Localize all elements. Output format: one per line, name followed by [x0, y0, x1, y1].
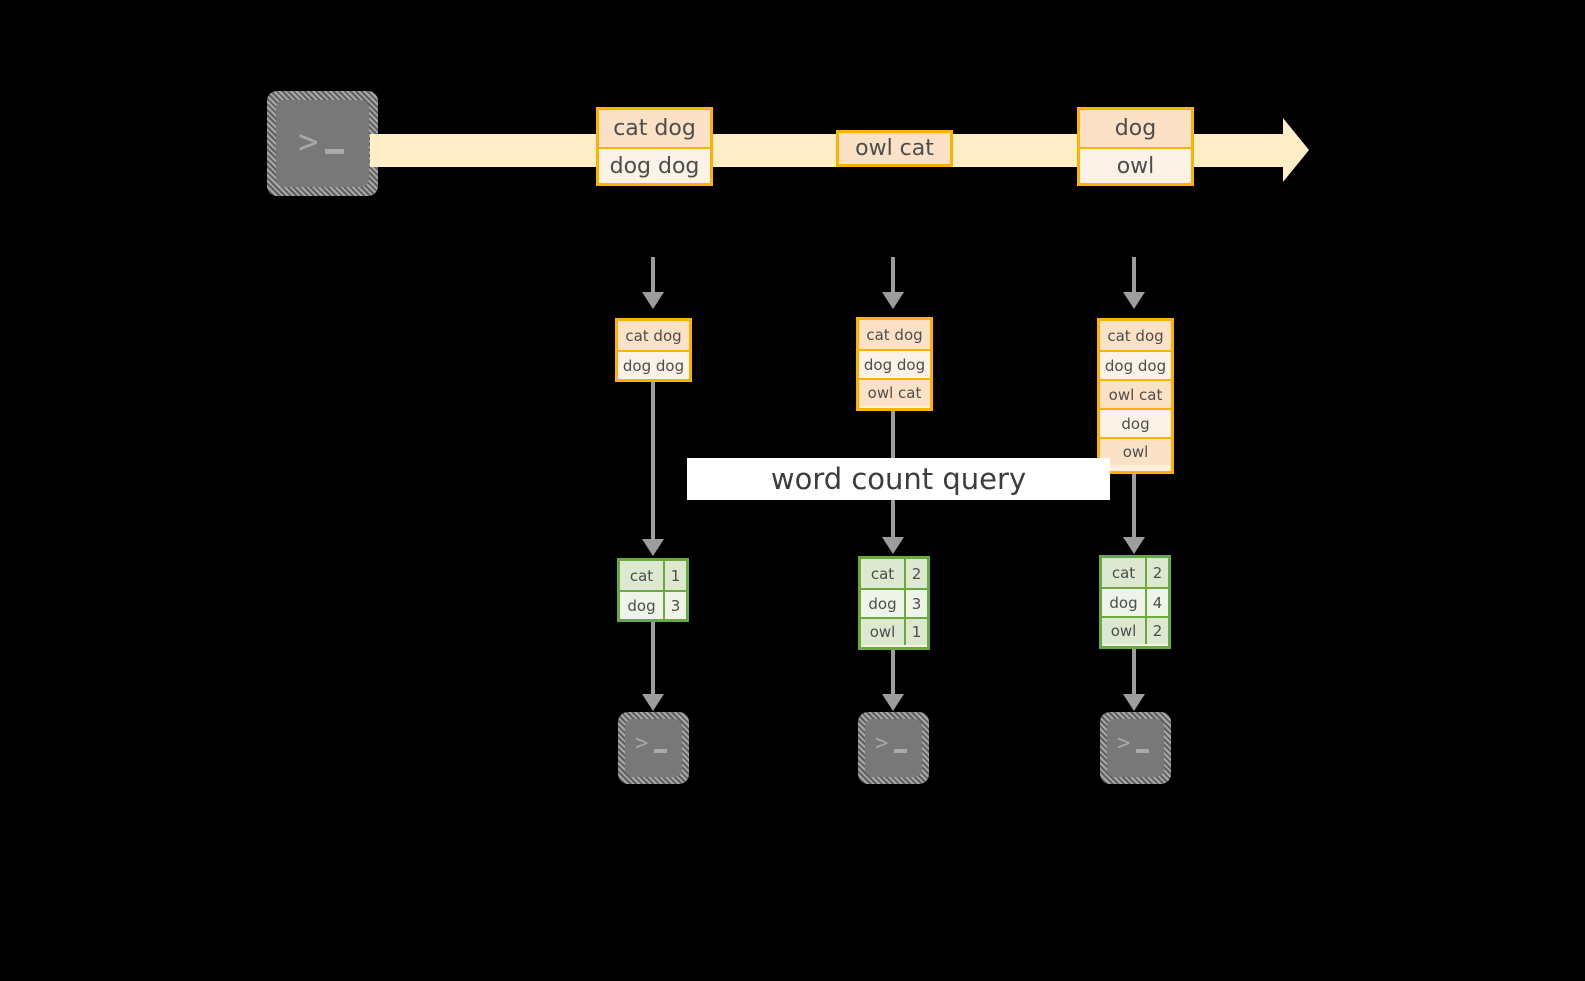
terminal-cursor-underscore: [894, 749, 907, 753]
query-arrowhead: [1123, 537, 1145, 554]
sink-terminal-icon: >: [1100, 712, 1171, 784]
sink-connector: [1132, 649, 1136, 700]
terminal-body: [865, 719, 922, 777]
sink-arrowhead: [642, 694, 664, 711]
accumulated-input-box: cat dog dog dog owl cat dog owl: [1097, 318, 1174, 474]
input-line: dog dog: [618, 350, 689, 379]
query-arrowhead: [882, 537, 904, 554]
query-banner: word count query: [687, 458, 1110, 500]
source-terminal-icon: >: [267, 91, 378, 196]
stream-batch-box: cat dog dog dog: [596, 107, 713, 186]
query-connector: [651, 382, 655, 546]
sink-arrowhead: [1123, 694, 1145, 711]
word-count-result-table: cat 2 dog 4 owl 2: [1099, 555, 1171, 649]
count-cell: 2: [1147, 558, 1168, 587]
terminal-prompt-glyph: >: [298, 122, 319, 162]
count-cell: 3: [665, 592, 686, 619]
sink-arrowhead: [882, 694, 904, 711]
input-line: cat dog: [1100, 321, 1171, 350]
word-cell: dog: [620, 592, 665, 619]
count-cell: 2: [1147, 618, 1168, 644]
accumulated-input-box: cat dog dog dog: [615, 318, 692, 382]
terminal-prompt-glyph: >: [875, 731, 889, 756]
terminal-cursor-underscore: [1136, 749, 1149, 753]
count-cell: 1: [665, 561, 686, 590]
input-line: owl cat: [1100, 379, 1171, 408]
sink-terminal-icon: >: [618, 712, 689, 784]
count-cell: 3: [906, 590, 927, 617]
query-connector: [1132, 474, 1136, 546]
sink-connector: [891, 650, 895, 700]
count-cell: 4: [1147, 589, 1168, 616]
stream-batch-line: owl cat: [839, 133, 950, 164]
terminal-cursor-underscore: [654, 749, 667, 753]
table-row: dog 4: [1102, 587, 1168, 616]
stream-batch-line: owl: [1080, 147, 1191, 183]
word-count-result-table: cat 1 dog 3: [617, 558, 689, 622]
word-count-result-table: cat 2 dog 3 owl 1: [858, 556, 930, 650]
word-cell: cat: [1102, 558, 1147, 587]
word-cell: dog: [861, 590, 906, 617]
table-row: owl 2: [1102, 616, 1168, 644]
input-line: owl cat: [859, 378, 930, 406]
query-banner-label: word count query: [770, 462, 1027, 496]
count-cell: 1: [906, 619, 927, 645]
trigger-arrowhead: [882, 292, 904, 309]
terminal-prompt-glyph: >: [635, 731, 649, 756]
table-row: dog 3: [620, 590, 686, 619]
word-cell: owl: [861, 619, 906, 645]
input-line: dog: [1100, 408, 1171, 437]
stream-batch-line: dog: [1080, 110, 1191, 147]
input-line: cat dog: [618, 321, 689, 350]
stream-band-arrowhead: [1283, 118, 1309, 182]
accumulated-input-box: cat dog dog dog owl cat: [856, 317, 933, 411]
table-row: cat 2: [861, 559, 927, 588]
sink-connector: [651, 622, 655, 700]
word-cell: owl: [1102, 618, 1147, 644]
trigger-arrowhead: [642, 292, 664, 309]
input-line: dog dog: [859, 349, 930, 378]
sink-terminal-icon: >: [858, 712, 929, 784]
trigger-dashed-connector: [1132, 257, 1136, 295]
stream-batch-line: cat dog: [599, 110, 710, 147]
terminal-body: [1107, 719, 1164, 777]
word-cell: cat: [861, 559, 906, 588]
trigger-dashed-connector: [651, 257, 655, 295]
input-line: cat dog: [859, 320, 930, 349]
trigger-dashed-connector: [891, 257, 895, 295]
input-line: dog dog: [1100, 350, 1171, 379]
trigger-arrowhead: [1123, 292, 1145, 309]
table-row: cat 1: [620, 561, 686, 590]
table-row: dog 3: [861, 588, 927, 617]
count-cell: 2: [906, 559, 927, 588]
terminal-body: [276, 100, 369, 187]
query-arrowhead: [642, 539, 664, 556]
stream-batch-box: dog owl: [1077, 107, 1194, 186]
terminal-cursor-underscore: [325, 149, 344, 154]
table-row: owl 1: [861, 617, 927, 645]
stream-batch-line: dog dog: [599, 147, 710, 183]
input-line: owl: [1100, 437, 1171, 465]
word-cell: dog: [1102, 589, 1147, 616]
terminal-body: [625, 719, 682, 777]
table-row: cat 2: [1102, 558, 1168, 587]
stream-batch-box: owl cat: [836, 130, 953, 167]
word-cell: cat: [620, 561, 665, 590]
terminal-prompt-glyph: >: [1117, 731, 1131, 756]
